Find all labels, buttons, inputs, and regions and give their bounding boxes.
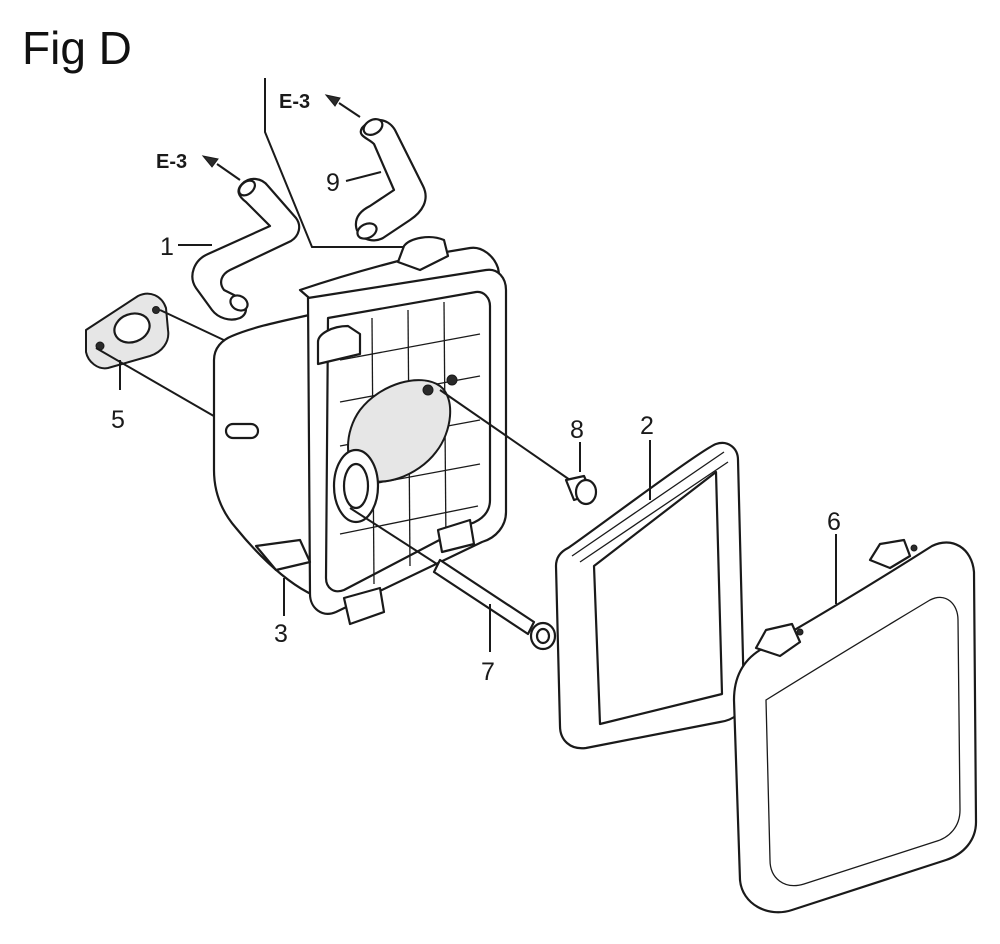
part-1-hose [191,177,301,321]
part-9-breather-hose [354,118,427,242]
callout-8: 8 [570,416,584,444]
ref-leader-hose-1 [216,163,241,181]
callout-3: 3 [274,620,288,648]
callout-5: 5 [111,406,125,434]
part-6-air-cleaner-cover [732,538,978,914]
leader-5-to-case-b [159,309,229,343]
ref-arrow-hose-1 [201,155,219,168]
part-3-air-cleaner-case [212,236,508,626]
callout-2: 2 [640,412,654,440]
figure-title: Fig D [22,22,132,74]
part-2-air-filter-element [554,441,746,750]
ref-arrow-hose-9 [324,94,341,107]
callout-6: 6 [827,508,841,536]
part-7-bolt [349,507,557,651]
callout-7: 7 [481,658,495,686]
callout-1: 1 [160,233,174,261]
callout-9: 9 [326,169,340,197]
part-5-gasket [85,292,170,370]
group-bracket [264,78,415,248]
ref-label-hose-1: E-3 [156,151,187,173]
ref-leader-hose-9 [338,102,361,118]
ref-label-hose-9: E-3 [279,91,310,113]
leader-9 [345,171,382,182]
part-8-screw [439,389,598,506]
